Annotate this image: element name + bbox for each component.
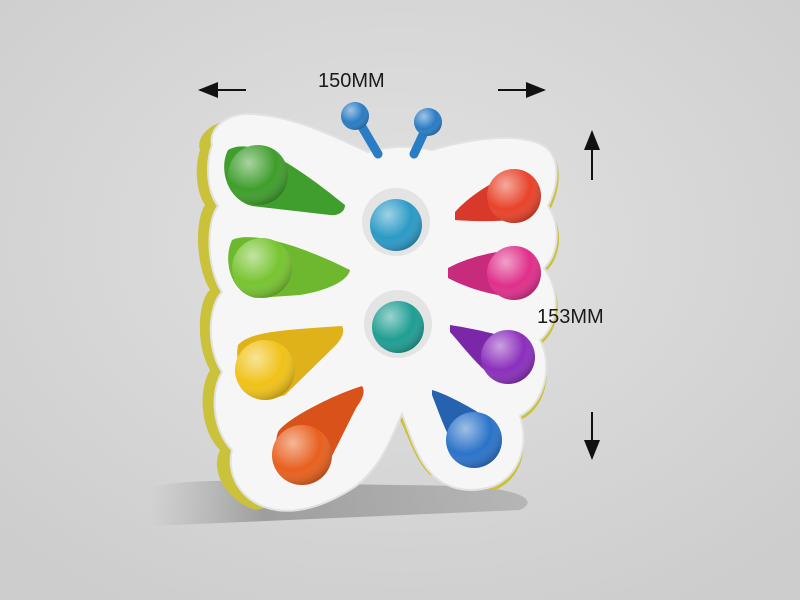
body-pops <box>362 188 432 358</box>
right-wing-pops <box>432 169 541 468</box>
left-wing-pops <box>224 145 364 485</box>
width-dimension-label: 150MM <box>318 70 385 92</box>
dimension-arrows <box>198 82 600 460</box>
height-dimension-label: 153MM <box>537 306 604 328</box>
antennae <box>341 102 442 159</box>
